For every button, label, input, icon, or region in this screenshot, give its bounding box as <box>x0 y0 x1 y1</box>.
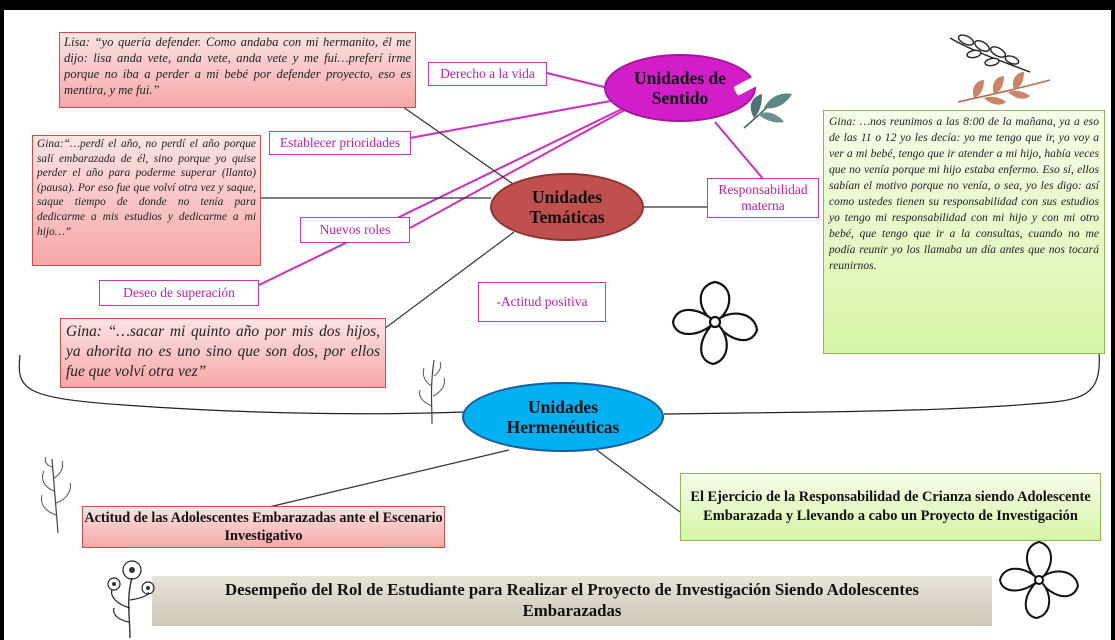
plant-sketch-icon <box>419 359 445 425</box>
tag-actitud-positiva: -Actitud positiva <box>478 282 606 322</box>
tag-actitud-positiva-label: -Actitud positiva <box>496 294 588 310</box>
node-unidades-hermeneuticas: Unidades Hermenéuticas <box>462 382 664 452</box>
banner-desempeno-rol-label: Desempeño del Rol de Estudiante para Rea… <box>225 580 919 620</box>
quote-lisa: Lisa: “yo quería defender. Como andaba c… <box>59 32 416 108</box>
link-superacion <box>258 107 625 286</box>
link-roles <box>409 105 633 229</box>
link-lisa <box>395 101 517 187</box>
tag-establecer-prioridades: Establecer prioridades <box>269 131 411 155</box>
bracket-curve-right <box>663 349 1100 415</box>
tag-derecho-vida: Derecho a la vida <box>428 62 547 86</box>
tag-responsabilidad-materna: Responsabilidad materna <box>707 178 819 218</box>
quote-lisa-text: Lisa: “yo quería defender. Como andaba c… <box>64 35 411 98</box>
node-unidades-hermeneuticas-label: Unidades Hermenéuticas <box>506 396 620 437</box>
tag-nuevos-roles-label: Nuevos roles <box>319 222 391 238</box>
diagram-canvas: Lisa: “yo quería defender. Como andaba c… <box>4 10 1111 640</box>
bracket-curve <box>18 354 465 415</box>
box-actitud-adolescentes-label: Actitud de las Adolescentes Embarazadas … <box>84 509 443 544</box>
banner-desempeno-rol: Desempeño del Rol de Estudiante para Rea… <box>152 576 992 626</box>
node-unidades-sentido-label: Unidades de Sentido <box>634 67 726 108</box>
link-hermeneuticas-actitud <box>268 449 510 508</box>
quote-gina-1-text: Gina:“…perdí el año, no perdí el año por… <box>37 138 256 238</box>
flower-sketch-icon <box>107 560 155 639</box>
link-responsabilidad <box>714 121 765 181</box>
plant-sketch-icon <box>41 456 71 534</box>
node-unidades-tematicas-label: Unidades Temáticas <box>529 186 605 227</box>
tag-deseo-superacion-label: Deseo de superación <box>123 285 235 301</box>
box-ejercicio-responsabilidad: El Ejercicio de la Responsabilidad de Cr… <box>680 473 1101 541</box>
tag-nuevos-roles: Nuevos roles <box>300 217 410 243</box>
node-unidades-tematicas: Unidades Temáticas <box>490 173 644 241</box>
tag-establecer-prioridades-label: Establecer prioridades <box>279 135 401 151</box>
link-hermeneuticas-ejercicio <box>585 441 681 513</box>
link-prioridades <box>409 99 617 139</box>
box-actitud-adolescentes: Actitud de las Adolescentes Embarazadas … <box>82 506 445 548</box>
flower-outline-icon <box>998 540 1080 620</box>
tag-deseo-superacion: Deseo de superación <box>99 280 259 306</box>
leaf-icon <box>743 93 792 129</box>
quote-gina-3: Gina: …nos reunimos a las 8:00 de la mañ… <box>823 110 1105 354</box>
node-unidades-sentido: Unidades de Sentido <box>604 54 756 122</box>
tag-derecho-vida-label: Derecho a la vida <box>440 66 535 82</box>
box-ejercicio-responsabilidad-label: El Ejercicio de la Responsabilidad de Cr… <box>690 489 1091 524</box>
link-gina2 <box>375 231 515 336</box>
tag-responsabilidad-materna-label: Responsabilidad materna <box>718 182 808 213</box>
quote-gina-2-text: Gina: “…sacar mi quinto año por mis dos … <box>66 323 380 381</box>
quote-gina-2: Gina: “…sacar mi quinto año por mis dos … <box>60 318 386 388</box>
brown-leaf-branch-icon <box>957 72 1051 105</box>
quote-gina-3-text: Gina: …nos reunimos a las 8:00 de la mañ… <box>829 115 1099 272</box>
leaf-branch-icon <box>949 34 1031 73</box>
flower-outline-icon <box>671 280 759 366</box>
quote-gina-1: Gina:“…perdí el año, no perdí el año por… <box>32 135 261 266</box>
connector-lines <box>18 72 1100 513</box>
